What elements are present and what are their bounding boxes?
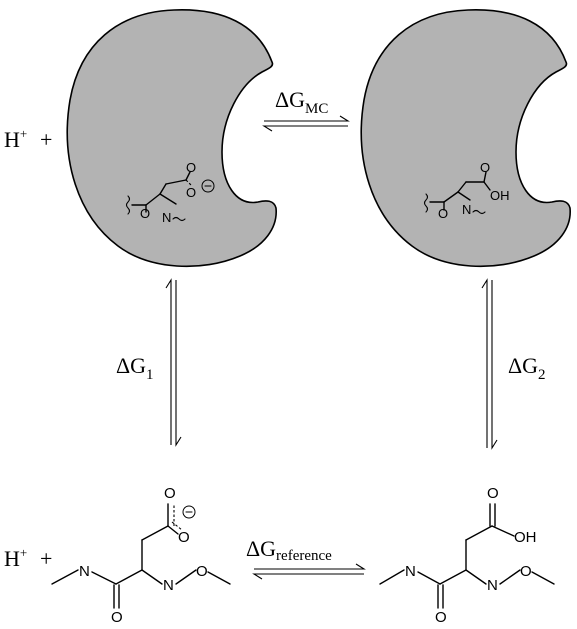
forward-arrow-reference <box>254 563 366 570</box>
atom-o-ether-right: O <box>520 563 532 580</box>
delta-g2-subscript: 2 <box>538 367 546 383</box>
model-compound-deprotonated: N O N O O O <box>51 485 231 626</box>
aspartate-residue-right: O N O OH <box>423 160 510 221</box>
atom-o-carbonyl-right: O <box>438 206 448 221</box>
atom-n-oxyamine-left: N <box>163 577 174 594</box>
negative-charge-bottom <box>182 505 196 519</box>
delta-g-reference-subscript: reference <box>276 548 332 564</box>
delta-g-mc-label: ΔGMC <box>275 87 328 117</box>
down-arrow-g2 <box>491 280 498 450</box>
equilibrium-mc: ΔGMC <box>262 87 350 132</box>
atom-o-amide-left: O <box>111 609 123 626</box>
atom-n-right: N <box>462 202 471 217</box>
plus-sign-bottom: + <box>40 546 52 571</box>
protein-protonated: O N O OH <box>360 9 571 268</box>
atom-n-amide-left: N <box>79 563 90 580</box>
atom-o-acid-right: O <box>487 485 499 502</box>
model-compound-protonated: N O N O O OH <box>379 485 555 626</box>
delta-g1-label: ΔG1 <box>116 353 154 383</box>
down-arrow-g1 <box>175 280 182 447</box>
atom-o-amide-right: O <box>435 609 447 626</box>
atom-n-oxyamine-right: N <box>487 577 498 594</box>
proton-charge-top: + <box>20 126 27 141</box>
svg-text:H+: H+ <box>4 126 27 152</box>
atom-o-ether-left: O <box>196 563 208 580</box>
equilibrium-reference: ΔGreference <box>246 536 366 580</box>
svg-text:H+: H+ <box>4 545 27 571</box>
plus-sign-top: + <box>40 127 52 152</box>
atom-o-carboxylate-bottom-left: O <box>186 185 196 200</box>
atom-o-carboxylate-top-bottom: O <box>164 485 176 502</box>
proton-charge-bottom: + <box>20 545 27 560</box>
aspartate-residue-left: O N O O <box>125 160 215 225</box>
reverse-arrow-mc <box>262 125 348 132</box>
negative-charge-left <box>201 179 215 193</box>
equilibrium-g1: ΔG1 <box>116 278 182 447</box>
up-arrow-g2 <box>481 278 488 448</box>
proton-plus-bottom: H+ + <box>4 545 52 571</box>
reverse-arrow-reference <box>252 573 364 580</box>
delta-g1-subscript: 1 <box>146 367 154 383</box>
protein-shape-left <box>66 9 277 268</box>
proton-label-top: H <box>4 127 20 152</box>
delta-g2-label: ΔG2 <box>508 353 546 383</box>
proton-label-bottom: H <box>4 546 20 571</box>
atom-oh-acid-right: OH <box>514 529 537 546</box>
atom-oh-right: OH <box>490 188 510 203</box>
equilibrium-g2: ΔG2 <box>481 278 546 450</box>
protein-deprotonated: O N O O <box>66 9 277 268</box>
forward-arrow-mc <box>264 115 350 122</box>
atom-o-carbonyl-acid-right: O <box>480 160 490 175</box>
protein-shape-right <box>360 9 571 268</box>
atom-n-left: N <box>162 210 171 225</box>
atom-o-carbonyl-left: O <box>140 206 150 221</box>
delta-g-reference-label: ΔGreference <box>246 536 332 564</box>
atom-o-carboxylate-top-left: O <box>186 160 196 175</box>
atom-o-carboxylate-bottom-bottom: O <box>178 529 190 546</box>
up-arrow-g1 <box>165 278 172 445</box>
atom-n-amide-right: N <box>405 563 416 580</box>
proton-plus-top: H+ + <box>4 126 52 152</box>
delta-g-mc-subscript: MC <box>305 101 328 117</box>
